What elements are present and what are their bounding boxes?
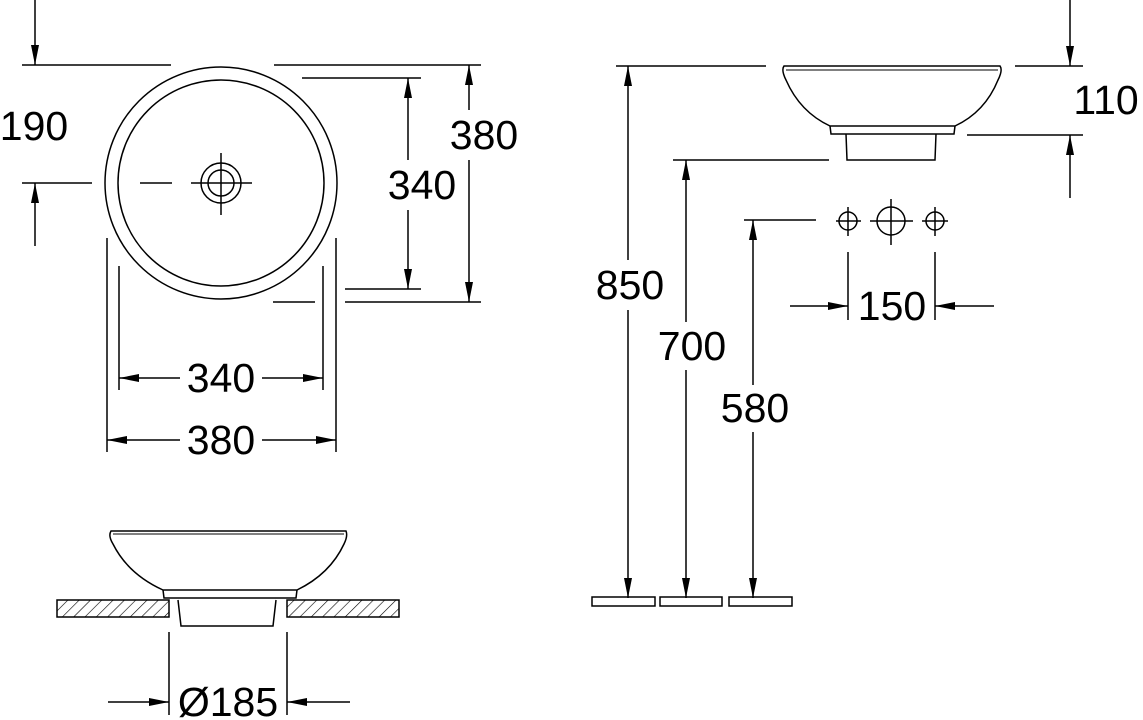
dimension-850: 850 [596, 65, 766, 598]
dimension-label: 380 [450, 112, 518, 158]
drain-icon [140, 153, 252, 215]
dimension-label: 340 [388, 162, 456, 208]
dimension-width: 340 380 [106, 238, 337, 463]
dimension-700: 700 [658, 159, 829, 598]
countertop-hatched [56, 599, 400, 618]
dimension-label: 850 [596, 262, 664, 308]
dimension-label: 150 [858, 283, 926, 329]
basin-profile [782, 65, 1002, 161]
dimension-label: 700 [658, 323, 726, 369]
basin-outer-rim [104, 66, 338, 300]
dimension-190: 190 [0, 0, 171, 246]
section-view: Ø185 [56, 530, 400, 720]
dimension-label: 340 [187, 355, 255, 401]
dimension-label: 380 [187, 417, 255, 463]
dimension-110: 110 [967, 0, 1139, 198]
dimension-185: Ø185 [108, 632, 350, 720]
dimension-label: 110 [1073, 77, 1138, 123]
basin-profile [109, 530, 348, 627]
dimension-label: 190 [0, 103, 68, 149]
dimension-580: 580 [721, 219, 816, 598]
tap-holes-icon [836, 199, 948, 245]
top-view: 190 340 380 340 380 [0, 0, 518, 463]
floor-markers [591, 596, 793, 607]
dimension-label: 580 [721, 385, 789, 431]
basin-inner-rim [117, 79, 325, 287]
dimension-depth: 340 380 [273, 64, 518, 303]
side-view: 850 700 580 [591, 0, 1139, 607]
dimension-label: Ø185 [178, 679, 278, 720]
dimension-150: 150 [790, 252, 994, 329]
